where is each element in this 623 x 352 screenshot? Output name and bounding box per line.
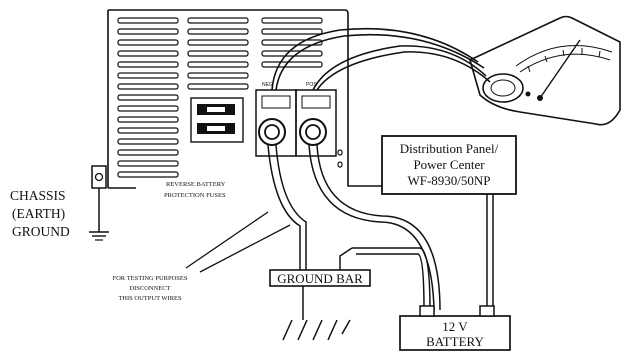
terminal-pos-stud [299,118,327,146]
chassis-ground-symbol [89,165,109,241]
reverse-battery-label-line-1: REVERSE BATTERY [166,181,226,188]
louver-slot [117,171,179,178]
chassis-label-line-2: (EARTH) [12,206,65,221]
distribution-panel-line-3: WF-8930/50NP [407,173,490,188]
chassis-label-line-3: GROUND [12,224,70,239]
converter-housing [108,9,382,187]
louver-slot [187,50,249,57]
testing-pointer-lines [185,211,291,273]
louver-slot [117,39,179,46]
louver-slot [337,149,343,156]
louver-slot [117,105,179,112]
louver-slot [337,161,343,168]
battery-voltage-label: 12 V [442,319,468,334]
louver-slot [117,127,179,134]
terminal-neg-label: NEG [262,82,273,88]
battery [399,305,511,351]
terminal-pos-label: POS [306,82,317,88]
louver-slot [117,149,179,156]
louver-slot [117,28,179,35]
louver-slot [187,83,249,90]
louver-slot [117,17,179,24]
louver-slot [187,61,249,68]
reverse-battery-fuses [190,97,244,143]
testing-note-line-2: DISCONNECT [129,285,170,292]
earth-ground-hatching [282,286,351,341]
distribution-panel-line-1: Distribution Panel/ [400,141,499,156]
louver-slot [261,28,323,35]
louver-slot [187,28,249,35]
louver-slot [117,72,179,79]
louver-slot [187,17,249,24]
louver-slot [117,94,179,101]
louver-slot [261,50,323,57]
meter-test-leads [271,27,491,91]
louver-slot [117,138,179,145]
chassis-label-line-1: CHASSIS [10,188,66,203]
reverse-battery-label-line-2: PROTECTION FUSES [164,192,226,199]
distribution-panel-box [381,135,517,195]
testing-note-line-3: THIS OUTPUT WIRES [118,295,182,302]
panel-to-battery-wires [339,194,494,311]
louver-slot [117,61,179,68]
louver-slot [117,50,179,57]
meter [469,15,621,126]
battery-label: BATTERY [426,334,484,349]
terminal-neg-stud [258,118,286,146]
louver-slot [117,160,179,167]
ground-bar-label: GROUND BAR [277,271,363,286]
distribution-panel-line-2: Power Center [413,157,485,172]
ventilation-louvers [117,17,343,178]
louver-slot [261,39,323,46]
louver-slot [187,72,249,79]
louver-slot [261,61,323,68]
louver-slot [117,116,179,123]
testing-note-line-1: FOR TESTING PURPOSES [112,275,187,282]
louver-slot [261,17,323,24]
louver-slot [117,83,179,90]
meter-needle [539,39,581,99]
ground-bar-box [269,269,371,287]
louver-slot [187,39,249,46]
